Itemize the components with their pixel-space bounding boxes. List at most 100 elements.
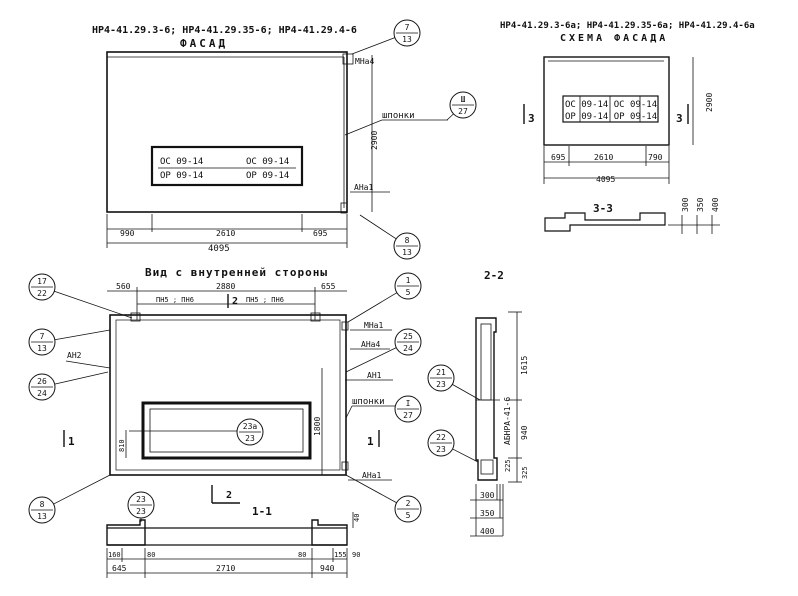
- facade-dim-695: 695: [313, 229, 328, 238]
- section-33-dim-350: 350: [696, 197, 705, 212]
- callout-sheet-number: 5: [406, 288, 411, 297]
- callout-leader: [452, 384, 481, 401]
- callout-sheet-number: 13: [402, 248, 412, 257]
- facade-dim-2610: 2610: [216, 229, 235, 238]
- section-22-dim-325: 325: [521, 466, 529, 479]
- callout-top-number: 23а: [243, 422, 258, 431]
- callout-leader: [446, 113, 454, 121]
- section-11-view: 40 160 80 80 155 90 645 2710 940: [106, 512, 361, 578]
- inner-dim-655: 655: [321, 282, 336, 291]
- facade-ana-label: АНа1: [354, 183, 373, 192]
- section-11-dim-80b: 80: [298, 551, 306, 559]
- scheme-section-left: 3: [528, 112, 535, 125]
- section-22-title: 2-2: [484, 269, 504, 282]
- section-22-profile: [475, 317, 498, 481]
- callout-sheet-number: 27: [458, 107, 468, 116]
- callout-top-number: 7: [40, 332, 45, 341]
- inner-pn-right: ПН5 ; ПН6: [246, 296, 284, 304]
- callout-sheet-number: 22: [37, 289, 47, 298]
- inner-ana4-label: АНа4: [361, 340, 380, 349]
- section-11-dim-90: 90: [352, 551, 360, 559]
- section-11-dim-2710: 2710: [216, 564, 235, 573]
- inner-section-left: 1: [68, 435, 75, 448]
- callout-sheet-number: 23: [436, 380, 446, 389]
- facade-mna-plate: [342, 53, 354, 65]
- facade-window-left-bottom: ОР 09-14: [160, 171, 203, 181]
- facade-shponki-label: шпонки: [382, 111, 415, 121]
- inner-an1-label: АН1: [367, 371, 382, 380]
- inner-h1800: 1800: [313, 417, 322, 436]
- section-11-dim-80a: 80: [147, 551, 155, 559]
- callout-top-number: 21: [436, 368, 446, 377]
- facade-shponki-leader: [344, 119, 383, 136]
- callout-top-number: 7: [405, 23, 410, 32]
- facade-window-opening: [150, 145, 304, 187]
- callout-leader: [347, 292, 398, 323]
- inner-view: 560 2880 655 ПН5 ; ПН6 ПН5 ; ПН6 2 1800 …: [63, 282, 395, 504]
- facade-title: ФАСАД: [180, 37, 228, 50]
- section-22-dim-1615: 1615: [520, 356, 529, 375]
- scheme-window-frame: [562, 95, 659, 123]
- section-22-dim-940: 940: [520, 425, 529, 440]
- section-11-d40: 40: [353, 514, 361, 522]
- section-22-dim-225: 225: [504, 459, 512, 472]
- callout-sheet-number: 24: [403, 344, 413, 353]
- inner-ana1-label: АНа1: [362, 471, 381, 480]
- inner-mna-label: МНа1: [364, 321, 383, 330]
- facade-height-dim: 2900: [370, 131, 379, 150]
- section-22-view: 1615 940 325 225 АБНРА-41-6 300 350 400: [470, 311, 529, 537]
- inner-window-opening: [141, 401, 312, 460]
- scheme-dim-2610: 2610: [594, 153, 613, 162]
- inner-plate-bottom: [341, 461, 349, 471]
- inner-an2-leader: [65, 360, 111, 369]
- callout-leader: [351, 37, 395, 55]
- callout-sheet-number: 23: [136, 507, 146, 516]
- section-11-dim-155: 155: [334, 551, 347, 559]
- callout-sheet-number: 13: [37, 512, 47, 521]
- callout-top-number: 26: [37, 377, 47, 386]
- section-22-dim-300: 300: [480, 491, 495, 500]
- scheme-dim-695: 695: [551, 153, 566, 162]
- inner-an2-label: АН2: [67, 351, 82, 360]
- section-11-dim-160: 160: [108, 551, 121, 559]
- inner-panel-rib: [115, 319, 341, 471]
- callout-leader: [54, 290, 133, 319]
- callout-leader: [345, 347, 397, 373]
- section-33-dim-300: 300: [681, 197, 690, 212]
- inner-view-title: Вид с внутренней стороны: [145, 266, 328, 279]
- inner-window-inner: [149, 408, 304, 453]
- scheme-panel-outline: [543, 56, 670, 146]
- scheme-window-row-2: ОР 09-14 ОР 09-14: [565, 112, 657, 122]
- callout-top-number: 8: [405, 236, 410, 245]
- inner-loop-left: [130, 312, 141, 322]
- section-22-dim-350: 350: [480, 509, 495, 518]
- section-22-void-upper: [480, 323, 492, 401]
- callout-leader: [54, 371, 109, 385]
- section-11-title: 1-1: [252, 505, 272, 518]
- callout-top-number: I: [406, 399, 411, 408]
- callout-leader: [345, 474, 397, 504]
- scheme-title: СХЕМА ФАСАДА: [560, 33, 668, 44]
- section-11-dim-940: 940: [320, 564, 335, 573]
- scheme-dim-790: 790: [648, 153, 663, 162]
- section-33-title: 3-3: [593, 202, 613, 215]
- callout-top-number: 2: [406, 499, 411, 508]
- callout-top-number: 23: [136, 495, 146, 504]
- callout-leader: [452, 448, 479, 463]
- inner-shponki-label: шпонки: [352, 397, 385, 407]
- facade-window-left-top: ОС 09-14: [160, 157, 203, 167]
- inner-section-top: 2: [232, 296, 238, 307]
- inner-dim-2880: 2880: [216, 282, 235, 291]
- scheme-view: ОС 09-14 ОС 09-14 ОР 09-14 ОР 09-14 3 3 …: [523, 56, 720, 234]
- facade-window-right-bottom: ОР 09-14: [246, 171, 289, 181]
- callout-sheet-number: 13: [402, 35, 412, 44]
- callout-sheet-number: 27: [403, 411, 413, 420]
- facade-marks-title: НР4-41.29.3-6; НР4-41.29.35-6; НР4-41.29…: [92, 25, 357, 36]
- callout-leader: [359, 214, 397, 240]
- scheme-marks-title: НР4-41.29.3-6а; НР4-41.29.35-6а; НР4-41.…: [500, 21, 755, 31]
- inner-shponki-leader: [345, 405, 353, 419]
- callout-top-number: 17: [37, 277, 47, 286]
- section-11-dim-645: 645: [112, 564, 127, 573]
- facade-dim-4095: 4095: [208, 244, 230, 254]
- section-22-dim-400: 400: [480, 527, 495, 536]
